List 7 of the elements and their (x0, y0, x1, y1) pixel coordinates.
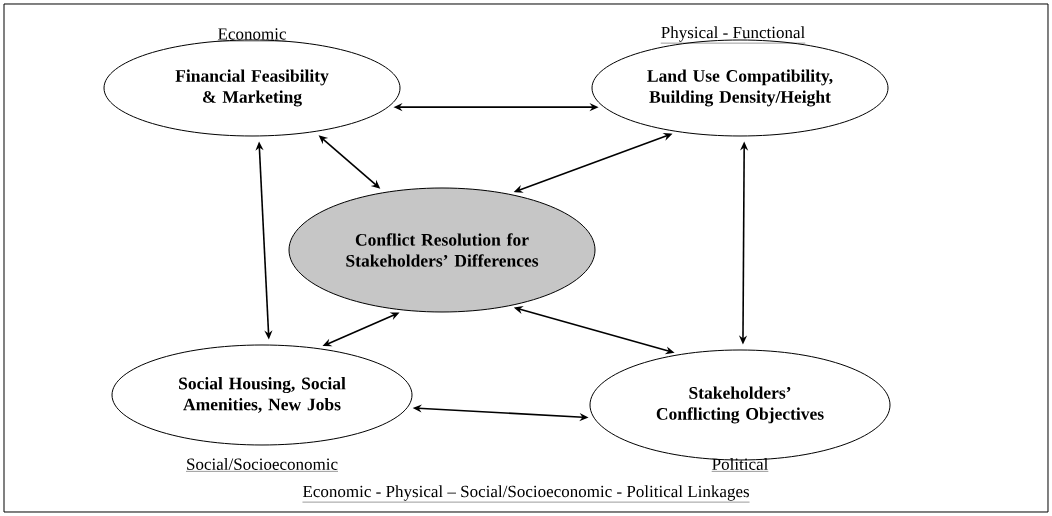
ellipse-node: Financial Feasibility & Marketing (103, 39, 401, 137)
ellipse-node: Social Housing, Social Amenities, New Jobs (111, 344, 413, 446)
category-heading: Economic (217, 28, 287, 42)
caption: Economic - Physical – Social/Socioeconomic - Political Linkages (302, 485, 750, 503)
category-heading: Political (711, 458, 769, 472)
ellipse-node: Conflict Resolution for Stakeholders’ Differences (288, 187, 596, 313)
category-heading: Social/Socioeconomic (185, 458, 339, 472)
